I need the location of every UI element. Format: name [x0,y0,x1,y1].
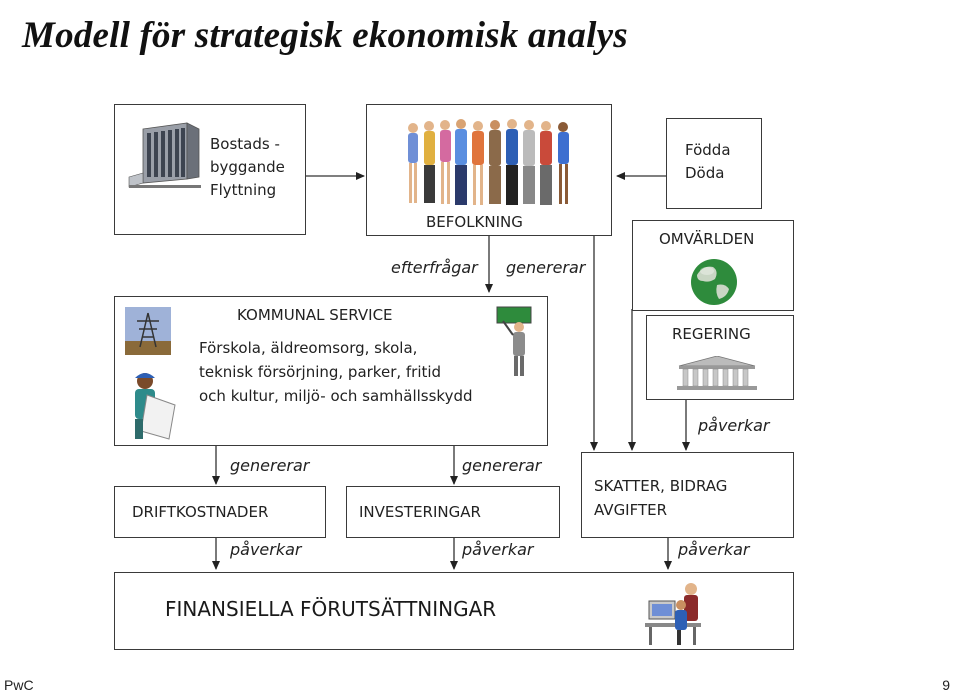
taxes-line-1: SKATTER, BIDRAG [594,477,728,495]
municipal-service-line-3: och kultur, miljö- och samhällsskydd [199,387,473,405]
government-box: REGERING [646,315,794,400]
housing-box: Bostads - byggande Flyttning [114,104,306,235]
label-generates-left: genererar [230,456,310,475]
housing-line-2: byggande [210,158,285,176]
label-demands: efterfrågar [391,258,478,277]
page-number: 9 [942,677,950,693]
taxes-box: SKATTER, BIDRAG AVGIFTER [581,452,794,538]
population-label: BEFOLKNING [426,213,523,231]
housing-line-3: Flyttning [210,181,277,199]
financial-conditions-box: FINANSIELLA FÖRUTSÄTTNINGAR [114,572,794,650]
deaths-label: Döda [685,164,725,182]
operating-costs-box: DRIFTKOSTNADER [114,486,326,538]
brand-logo-text: PwC [4,677,34,693]
investments-label: INVESTERINGAR [359,503,481,521]
office-building-icon [128,122,201,188]
presenter-icon [496,306,532,376]
municipal-service-line-2: teknisk försörjning, parker, fritid [199,363,442,381]
label-influences-left: påverkar [230,540,302,559]
power-line-icon [125,307,171,355]
municipal-service-heading: KOMMUNAL SERVICE [237,306,393,324]
label-influences-government: påverkar [698,416,770,435]
globe-icon [691,259,737,305]
environment-box: OMVÄRLDEN [632,220,794,311]
municipal-service-line-1: Förskola, äldreomsorg, skola, [199,339,418,357]
housing-line-1: Bostads - [210,135,280,153]
births-deaths-box: Födda Döda [666,118,762,209]
government-label: REGERING [672,325,751,343]
label-generates-mid: genererar [462,456,542,475]
government-building-icon [677,356,757,390]
label-generates-top: genererar [506,258,586,277]
taxes-line-2: AVGIFTER [594,501,668,519]
financial-conditions-label: FINANSIELLA FÖRUTSÄTTNINGAR [165,597,497,621]
births-label: Födda [685,141,731,159]
engineer-icon [135,373,176,440]
environment-label: OMVÄRLDEN [659,230,755,248]
municipal-service-box: KOMMUNAL SERVICE Förskola, äldreomsorg, … [114,296,548,446]
operating-costs-label: DRIFTKOSTNADER [132,503,269,521]
office-workers-icon [645,583,701,645]
population-box: BEFOLKNING [366,104,612,236]
label-influences-mid: påverkar [462,540,534,559]
label-influences-right: påverkar [678,540,750,559]
people-group-icon [408,119,569,205]
page-title: Modell för strategisk ekonomisk analys [22,15,628,56]
investments-box: INVESTERINGAR [346,486,560,538]
